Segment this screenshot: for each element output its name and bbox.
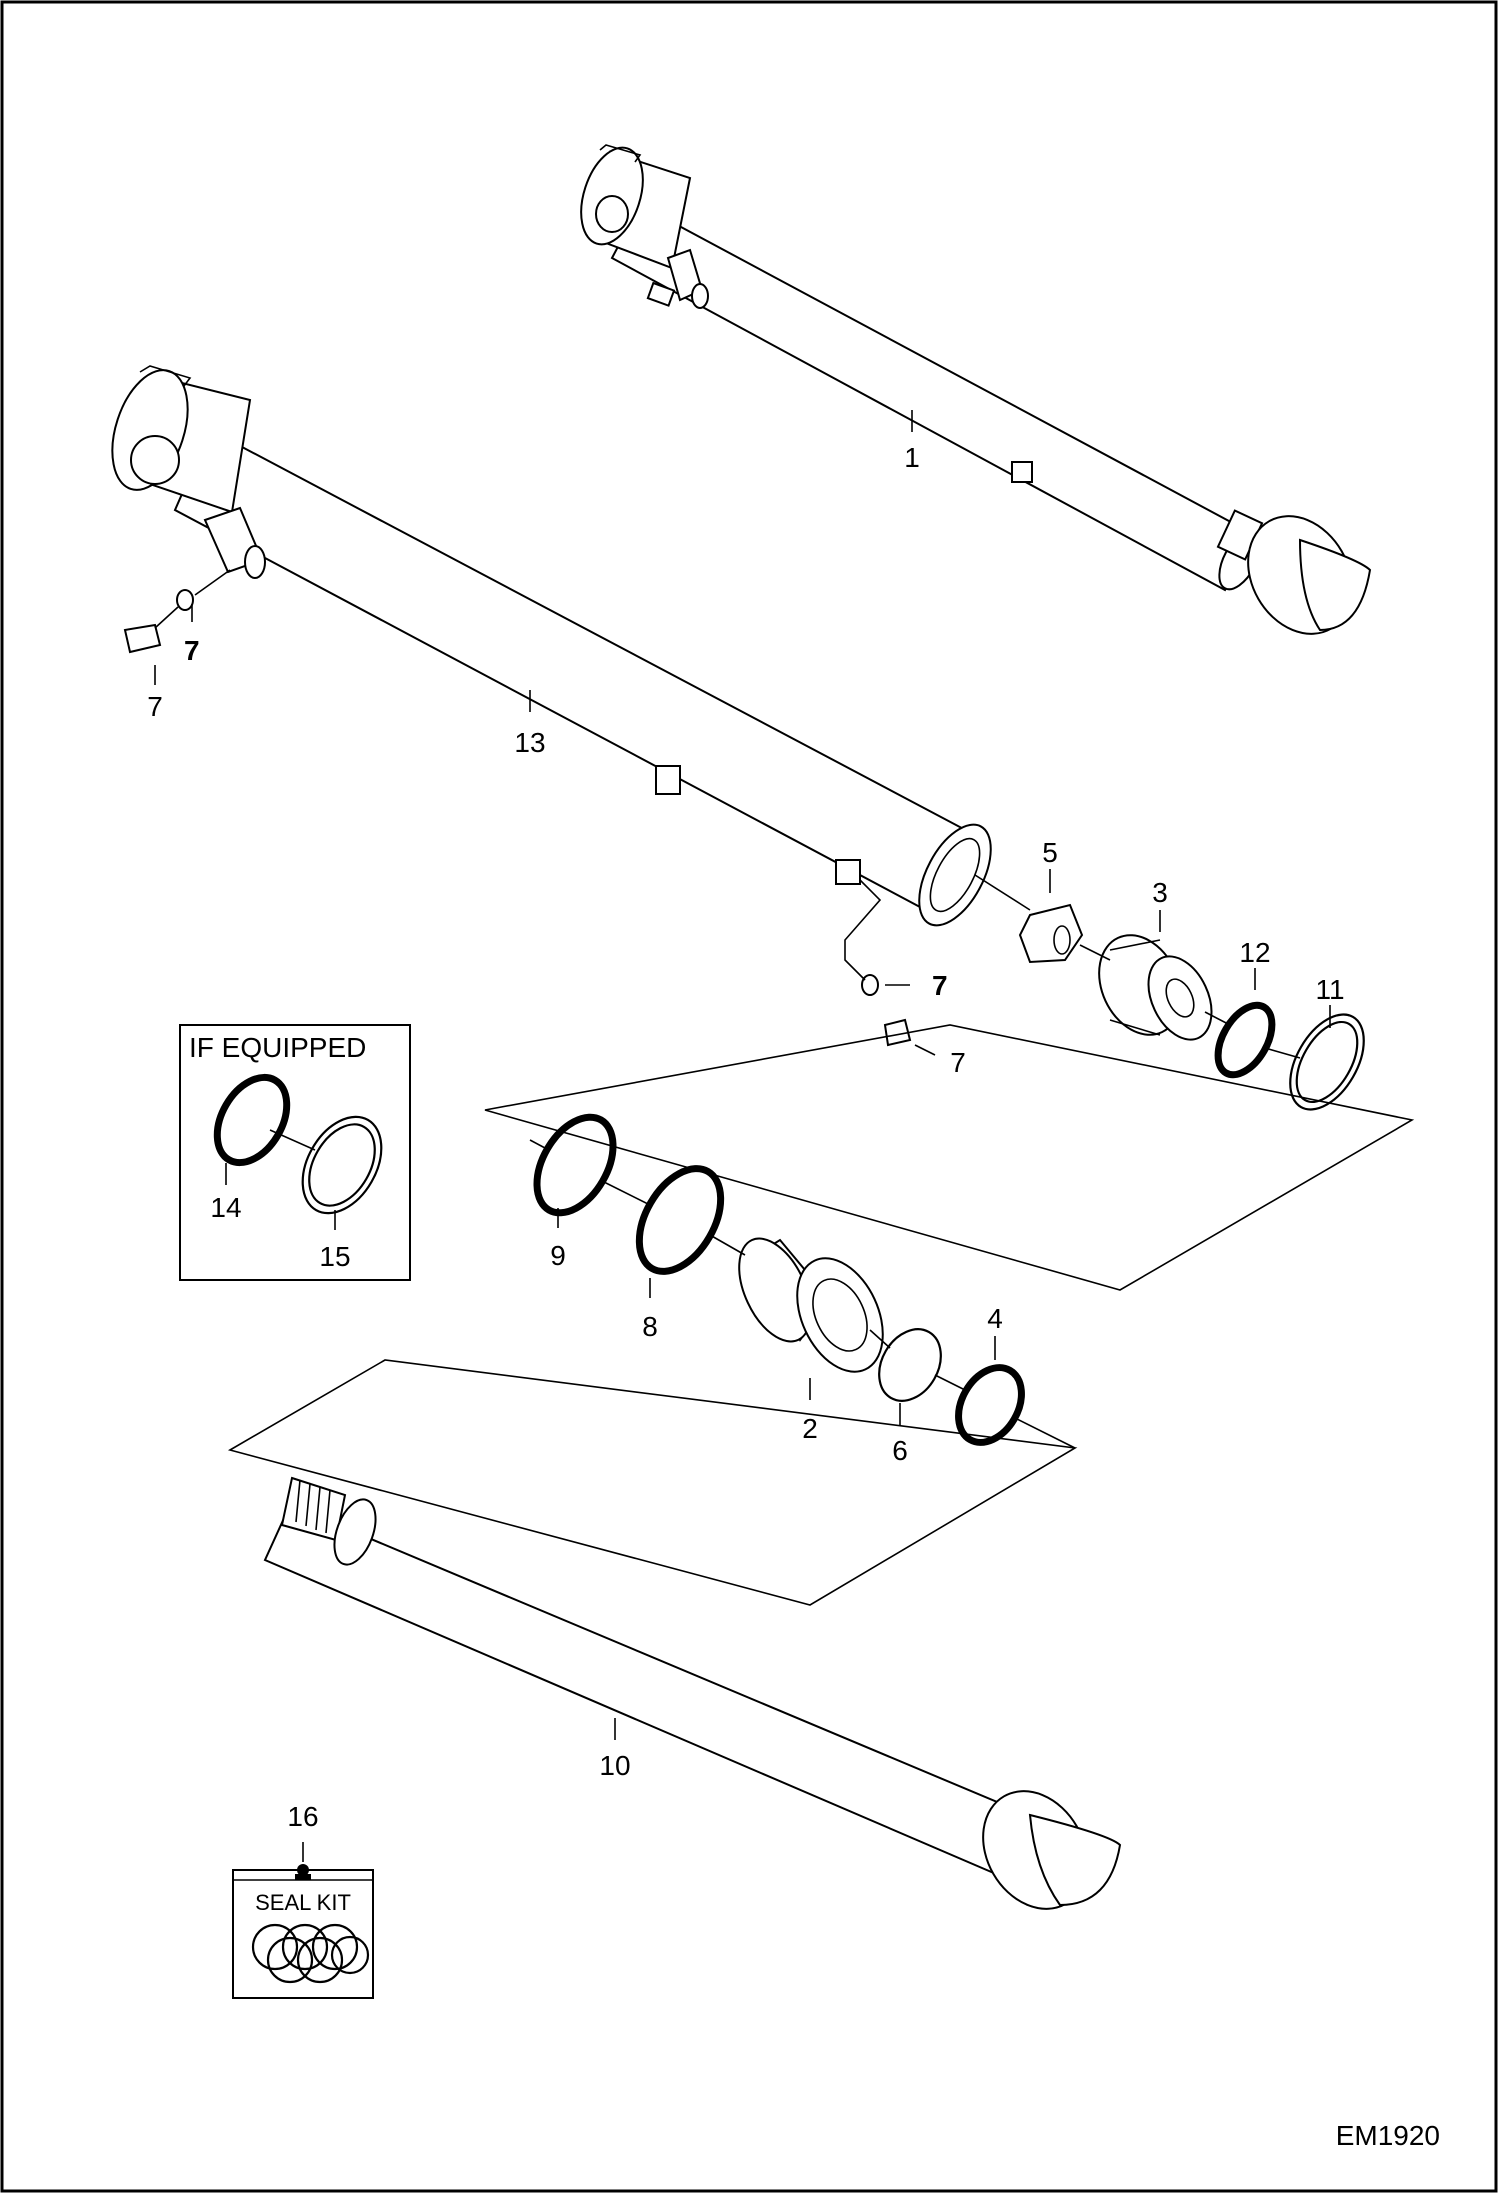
gland-group-outline bbox=[484, 1024, 1415, 1291]
callout-7-upper-left: 7 bbox=[147, 691, 163, 722]
callout-13: 13 bbox=[514, 727, 545, 758]
callout-16: 16 bbox=[287, 1801, 318, 1832]
wiper-seal-6 bbox=[878, 1328, 942, 1402]
o-ring-12 bbox=[1214, 1001, 1276, 1079]
o-ring-8 bbox=[635, 1165, 725, 1275]
piston bbox=[1098, 934, 1213, 1041]
callout-5: 5 bbox=[1042, 837, 1058, 868]
o-ring-14 bbox=[213, 1073, 291, 1167]
if-equipped-title: IF EQUIPPED bbox=[189, 1032, 366, 1063]
complete-cylinder-assembly bbox=[580, 144, 1372, 635]
rod-seal-4 bbox=[955, 1364, 1025, 1446]
callout-2: 2 bbox=[802, 1413, 818, 1444]
seal-kit-label: SEAL KIT bbox=[255, 1890, 351, 1915]
plug-7-lower bbox=[883, 1018, 912, 1047]
gland bbox=[738, 1237, 884, 1373]
callout-12: 12 bbox=[1239, 937, 1270, 968]
backup-ring-15 bbox=[301, 1115, 383, 1215]
callout-8: 8 bbox=[642, 1311, 658, 1342]
callout-10: 10 bbox=[599, 1750, 630, 1781]
o-ring-7-upper bbox=[176, 589, 194, 611]
callout-6: 6 bbox=[892, 1435, 908, 1466]
if-equipped-box: IF EQUIPPED 14 15 bbox=[179, 1024, 411, 1281]
callout-1: 1 bbox=[904, 442, 920, 473]
o-ring-9 bbox=[533, 1113, 617, 1217]
seal-kit: SEAL KIT 16 bbox=[232, 1801, 374, 1999]
drawing-code: EM1920 bbox=[1336, 2120, 1440, 2151]
callout-7-lower: 7 bbox=[950, 1047, 966, 1078]
lock-nut bbox=[1018, 903, 1084, 964]
callout-11: 11 bbox=[1315, 974, 1344, 1005]
rod-group-outline bbox=[227, 1359, 1078, 1606]
callout-9: 9 bbox=[550, 1240, 566, 1271]
plug-7-upper bbox=[123, 623, 162, 654]
cylinder-barrel bbox=[111, 365, 992, 927]
callout-3: 3 bbox=[1152, 877, 1168, 908]
callout-14: 14 bbox=[210, 1192, 241, 1223]
callout-15: 15 bbox=[319, 1241, 350, 1272]
callout-7-upper-bold: 7 bbox=[184, 635, 200, 666]
callout-7-lower-bold: 7 bbox=[932, 970, 948, 1001]
piston-rod bbox=[263, 1476, 1122, 1910]
backup-ring-11 bbox=[1289, 1013, 1365, 1111]
callout-4: 4 bbox=[987, 1303, 1003, 1334]
